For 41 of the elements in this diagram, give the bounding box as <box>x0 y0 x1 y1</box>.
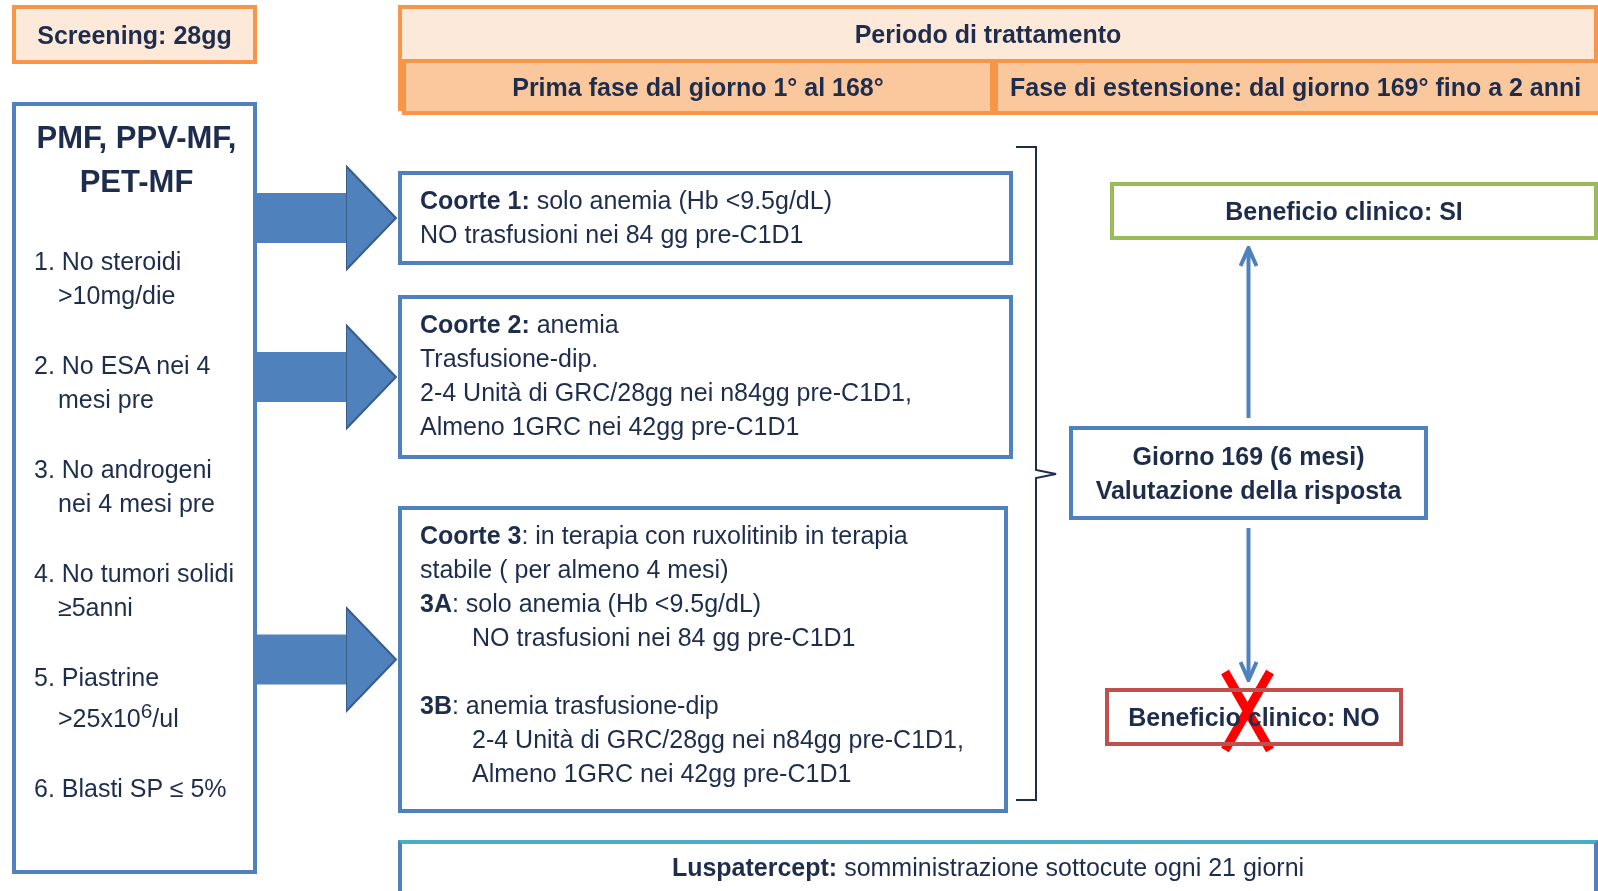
disease-heading: PMF, PPV-MF, PET-MF <box>35 119 238 201</box>
outcome-box <box>1110 182 1598 240</box>
phase-heading: Screening: 28gg <box>37 19 232 51</box>
cohort-text: Almeno 1GRC nei 42gg pre-C1D1 <box>420 411 801 442</box>
cohort-text: Coorte 2: anemia <box>420 309 620 340</box>
cohort-text: Coorte 3: in terapia con ruxolitinib in terapia stabile ( per almeno 4 mesi) <box>420 520 909 585</box>
cohort-text: 2-4 Unità di GRC/28gg nei n84gg pre-C1D1, <box>420 377 913 408</box>
criterion-item: 5. Piastrine >25x10$^{6}$/ul <box>34 662 180 735</box>
cohort-box <box>398 295 1013 459</box>
header-box <box>12 5 257 64</box>
criterion-item: 2. No ESA nei 4 mesi pre <box>34 350 212 415</box>
treatment-band <box>398 840 1598 891</box>
cohort-text: NO trasfusioni nei 84 gg pre-C1D1 <box>471 622 857 653</box>
cohort-text: 3B: anemia trasfusione-dip <box>420 690 720 721</box>
assessment-text: Giorno 169 (6 mesi) Valutazione della risposta <box>1094 441 1403 506</box>
phase-heading: Prima fase dal giorno 1° al 168° <box>512 72 884 103</box>
cohort-text: Trasfusione-dip. <box>420 343 600 374</box>
outcome-box <box>1105 688 1403 746</box>
treatment-text: Luspatercept: somministrazione sottocute ogni 21 giorni <box>670 852 1306 883</box>
criterion-item: 1. No steroidi >10mg/die <box>34 246 183 311</box>
criterion-item: 3. No androgeni nei 4 mesi pre <box>34 454 217 519</box>
cohort-text: 2-4 Unità di GRC/28gg nei n84gg pre-C1D1, <box>471 724 965 755</box>
phase-cell <box>994 59 1598 115</box>
cohort-box <box>398 506 1008 813</box>
block-arrow <box>257 165 397 271</box>
block-arrow <box>257 606 397 713</box>
assessment-box <box>1069 426 1428 520</box>
phase-heading: Fase di estensione: dal giorno 169° fino a 2 anni <box>1010 72 1582 103</box>
criteria-box <box>12 102 257 874</box>
cohort-box <box>398 171 1013 265</box>
cohort-text: NO trasfusioni nei 84 gg pre-C1D1 <box>420 219 805 250</box>
criterion-item: 6. Blasti SP ≤ 5% <box>34 773 228 805</box>
cohort-text: 3A: solo anemia (Hb <9.5g/dL) <box>420 588 763 619</box>
arrow <box>1238 246 1259 418</box>
phase-heading: Periodo di trattamento <box>853 19 1123 50</box>
block-arrow <box>257 324 397 430</box>
arrow <box>1238 528 1259 682</box>
cohort-text: Coorte 1: solo anemia (Hb <9.5g/dL) <box>420 185 833 216</box>
cohort-text: Almeno 1GRC nei 42gg pre-C1D1 <box>471 758 853 789</box>
criterion-item: 4. No tumori solidi ≥5anni <box>34 558 236 623</box>
outcome-text: Beneficio clinico: SI <box>1225 196 1463 227</box>
